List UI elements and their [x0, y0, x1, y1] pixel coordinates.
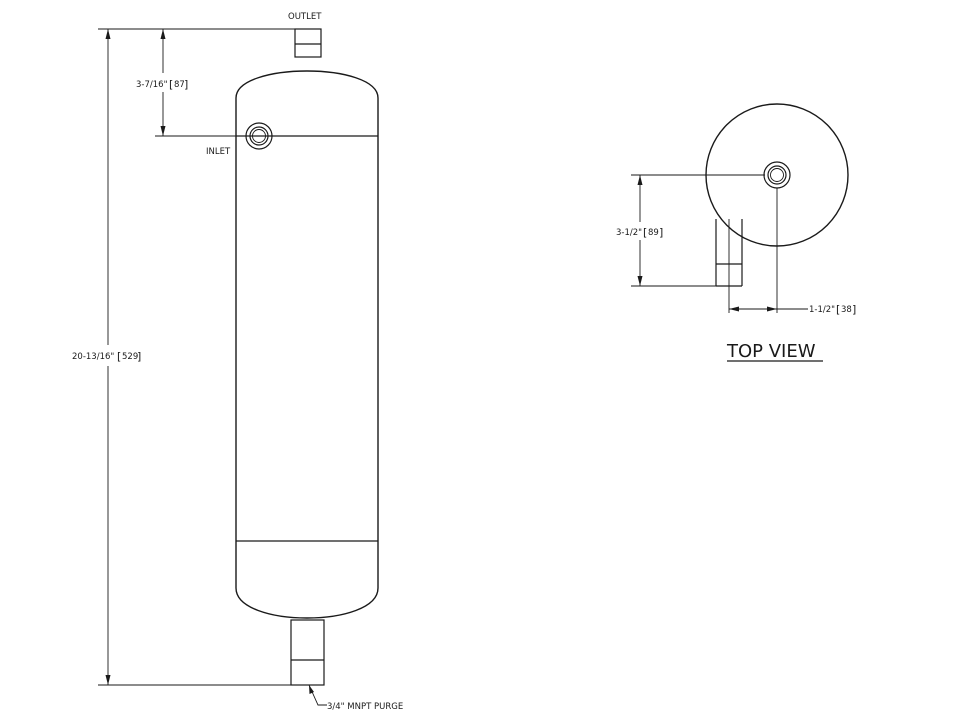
- inlet-label: INLET: [206, 147, 231, 157]
- top-inlet-pipe: [715, 219, 743, 313]
- svg-text:[: [: [169, 78, 173, 91]
- top-view-offset-text: 1-1/2" [ 38 ]: [809, 303, 856, 316]
- top-outlet-fitting: [763, 161, 791, 189]
- svg-text:87: 87: [174, 80, 185, 90]
- overall-height-dimension: [105, 29, 111, 685]
- svg-text:[: [: [643, 226, 647, 239]
- top-view-depth-text: 3-1/2" [ 89 ]: [616, 226, 663, 239]
- top-view: 3-1/2" [ 89 ] 1-1/2" [ 38 ] TOP VIEW: [616, 103, 856, 362]
- svg-text:20-13/16": 20-13/16": [72, 352, 114, 362]
- svg-text:]: ]: [137, 350, 141, 363]
- inlet-height-dimension: [160, 29, 166, 136]
- svg-text:3-7/16": 3-7/16": [136, 80, 168, 90]
- tank-shell: [235, 70, 379, 619]
- svg-text:38: 38: [841, 305, 852, 315]
- purge-pipe: [290, 619, 325, 686]
- svg-text:3-1/2": 3-1/2": [616, 228, 642, 238]
- overall-height-dimension-text: 20-13/16" [ 529 ]: [72, 350, 141, 363]
- svg-text:[: [: [117, 350, 121, 363]
- purge-leader: [308, 684, 327, 706]
- outlet-pipe: [294, 28, 322, 58]
- svg-text:]: ]: [659, 226, 663, 239]
- purge-label: 3/4" MNPT PURGE: [327, 702, 403, 712]
- svg-text:]: ]: [184, 78, 188, 91]
- front-view: OUTLET INLET 3/4" MNPT PURGE 3-7/16" [ 8…: [72, 12, 403, 712]
- inlet-dimension-text: 3-7/16" [ 87 ]: [136, 78, 188, 91]
- svg-text:]: ]: [852, 303, 856, 316]
- svg-text:89: 89: [648, 228, 659, 238]
- svg-text:1-1/2": 1-1/2": [809, 305, 835, 315]
- top-view-title: TOP VIEW: [726, 341, 816, 362]
- svg-text:[: [: [836, 303, 840, 316]
- svg-text:529: 529: [122, 352, 138, 362]
- outlet-label: OUTLET: [288, 12, 322, 22]
- top-view-offset-dimension: [729, 306, 808, 312]
- top-view-depth-dimension: [637, 175, 643, 286]
